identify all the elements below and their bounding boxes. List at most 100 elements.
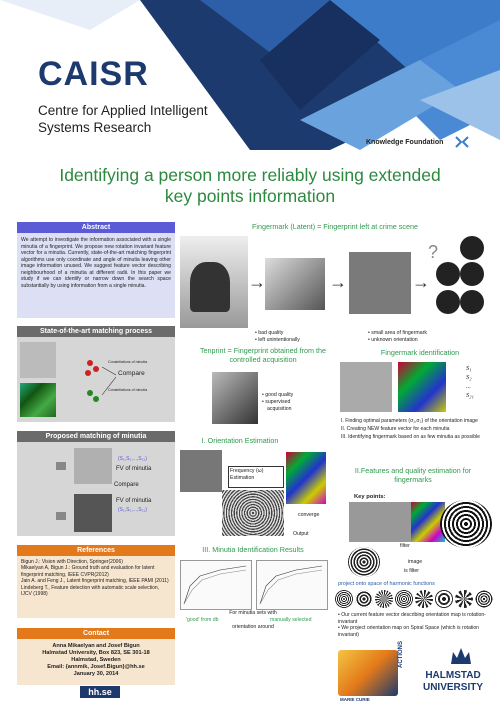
results-caption-1: For minutia sets with [229,610,277,616]
harmonic-function-thumb [395,590,413,608]
s-label-1: S₁ [466,365,472,372]
minutia-results-heading: III. Minutia Identification Results [202,545,304,554]
bullet-acquisition: acquisition [267,406,292,412]
latent-photo-2 [349,252,411,314]
sota-label-bottom: Constellations of minutia [108,388,148,392]
knowledge-foundation-icon [455,136,469,148]
features-bullet-2: • We project orientation map on Spiral S… [338,625,479,638]
orientation-output-fingerprint [222,490,284,536]
converge-label: converge [298,512,320,518]
sota-latent-image [20,342,56,378]
bullet-small-area: • small area of fingermark [368,330,427,336]
tenprint-heading-line2: controlled acquisition [229,355,297,364]
bullet-unknown-orientation: • unknown orientation [368,337,418,343]
features-bullet-1: • Our current feature vector describing … [338,612,486,625]
harmonic-function-thumb [435,590,453,608]
projection-label: project onto space of harmonic functions [338,581,435,587]
suspect-silhouette-2 [436,262,460,286]
reference-item: Jain A. and Feng J., Latent fingerprint … [21,578,169,585]
s-label-4: S₂₁ [466,392,474,399]
suspect-silhouette-1 [460,236,484,260]
harmonic-function-thumb [355,590,373,608]
contact-city: Halmstad, Sweden [71,657,121,663]
filter-label: filter [400,543,410,549]
contact-box [17,639,175,685]
halmstad-logo-line2: UNIVERSITY [422,682,483,693]
spiral-small-image [348,547,380,577]
harmonic-function-thumb [455,590,473,608]
keypoints-image [349,502,411,542]
proposed-compare-label: Compare [114,482,139,488]
proposed-latent-image [74,448,112,484]
keypoints-color-map [411,502,445,542]
harmonic-function-thumb [335,590,353,608]
proposed-small-icon-1 [56,462,66,470]
proposed-fv2-vector: (S₁,S₂,...,S₂₁) [118,507,147,513]
results-curves [183,565,323,605]
step-1: I. Finding optimal parameters (σ₁,σ₂) of… [341,418,478,424]
identification-bullets: • small area of fingermark • unknown ori… [368,330,427,344]
orientation-heading: I. Orientation Estimation [201,436,279,445]
step-3: III. Identifying fingermark based on as … [341,433,481,440]
bullet-supervised: • supervised [262,399,291,405]
s-label-3: ... [466,383,471,390]
contact-names: Anna Mikaelyan and Josef Bigun [52,643,140,649]
orientation-fingerprint [180,450,222,492]
suspect-silhouette-4 [436,290,460,314]
good-quality-bullets: • good quality • supervised acquisition [262,392,293,413]
suspect-silhouette-5 [460,290,484,314]
marie-curie-logo [338,650,398,696]
abstract-heading: Abstract [17,222,175,233]
features-heading-line1: II.Features and quality estimation for [354,466,472,475]
burglar-figure [190,262,230,312]
hh-url-badge[interactable]: hh.se [80,686,120,698]
sota-label-top: Constellations of minutia [108,360,148,364]
contact-details: Anna Mikaelyan and Josef Bigun Halmstad … [17,643,175,678]
harmonic-function-thumb [415,590,433,608]
proposed-tenprint-image [74,494,112,532]
abstract-text: We attempt to investigate the informatio… [21,237,171,289]
identification-s-labels: S₁ S₂ ... S₂₁ [466,364,474,400]
harmonic-function-thumb [475,590,493,608]
harmonic-function-thumb [375,590,393,608]
estimation-label: Estimation [230,475,255,481]
harmonic-functions-row [335,590,493,608]
results-caption-3: orientation around [232,624,274,630]
proposed-fv1-vector: (S₁,S₂,...,S₂₁) [118,456,147,462]
sota-compare-label: Compare [118,370,145,377]
is-filter-label: is filter [404,568,419,574]
identification-heading: Fingermark identification [380,348,460,357]
actions-text: ACTIONS [398,641,404,668]
results-caption-2b: manually selected [270,617,312,623]
identification-steps: I. Finding optimal parameters (σ₁,σ₂) of… [341,418,491,441]
proposed-fv1-label: FV of minutia [116,466,152,472]
suspect-silhouette-3 [460,262,484,286]
latent-bullets: • bad quality • left unintentionally [255,330,300,344]
features-heading: II.Features and quality estimation for f… [338,466,488,484]
s-label-2: S₂ [466,374,472,381]
reference-item: Bigun J.: Vision with Direction, Springe… [21,559,123,565]
proposed-fv2-label: FV of minutia [116,498,152,504]
latent-heading: Fingermark (Latent) = Fingerprint left a… [252,222,418,231]
features-bullets: • Our current feature vector describing … [338,612,490,638]
step-2: II. Creating NEW feature vector for each… [341,425,450,432]
identification-fingerprint-2 [398,362,446,412]
output-label: Output [293,531,309,537]
contact-address: Halmstad University, Box 823, SE 301-18 [42,650,150,656]
proposed-heading: Proposed matching of minutia [17,431,175,442]
freq-label: Frequency (ω) [230,468,264,474]
references-box [17,556,175,618]
results-plot-1 [180,560,252,610]
references-list: Bigun J.: Vision with Direction, Springe… [21,559,171,597]
contact-email[interactable]: Email: {annmik, Josef.Bigun}@hh.se [47,664,145,670]
tenprint-photo [212,372,258,424]
arrow-right-icon: → [412,272,430,292]
reference-item: Lindeberg T., Feature detection with aut… [21,584,160,598]
sota-diagram-lines [85,360,117,402]
caisr-logo: CAISR [38,55,149,93]
question-mark-icon: ? [428,242,439,262]
proposed-small-icon-2 [56,512,66,520]
results-plot-2 [256,560,328,610]
org-name-line2: Systems Research [38,120,152,135]
arrow-right-icon: → [329,272,347,292]
